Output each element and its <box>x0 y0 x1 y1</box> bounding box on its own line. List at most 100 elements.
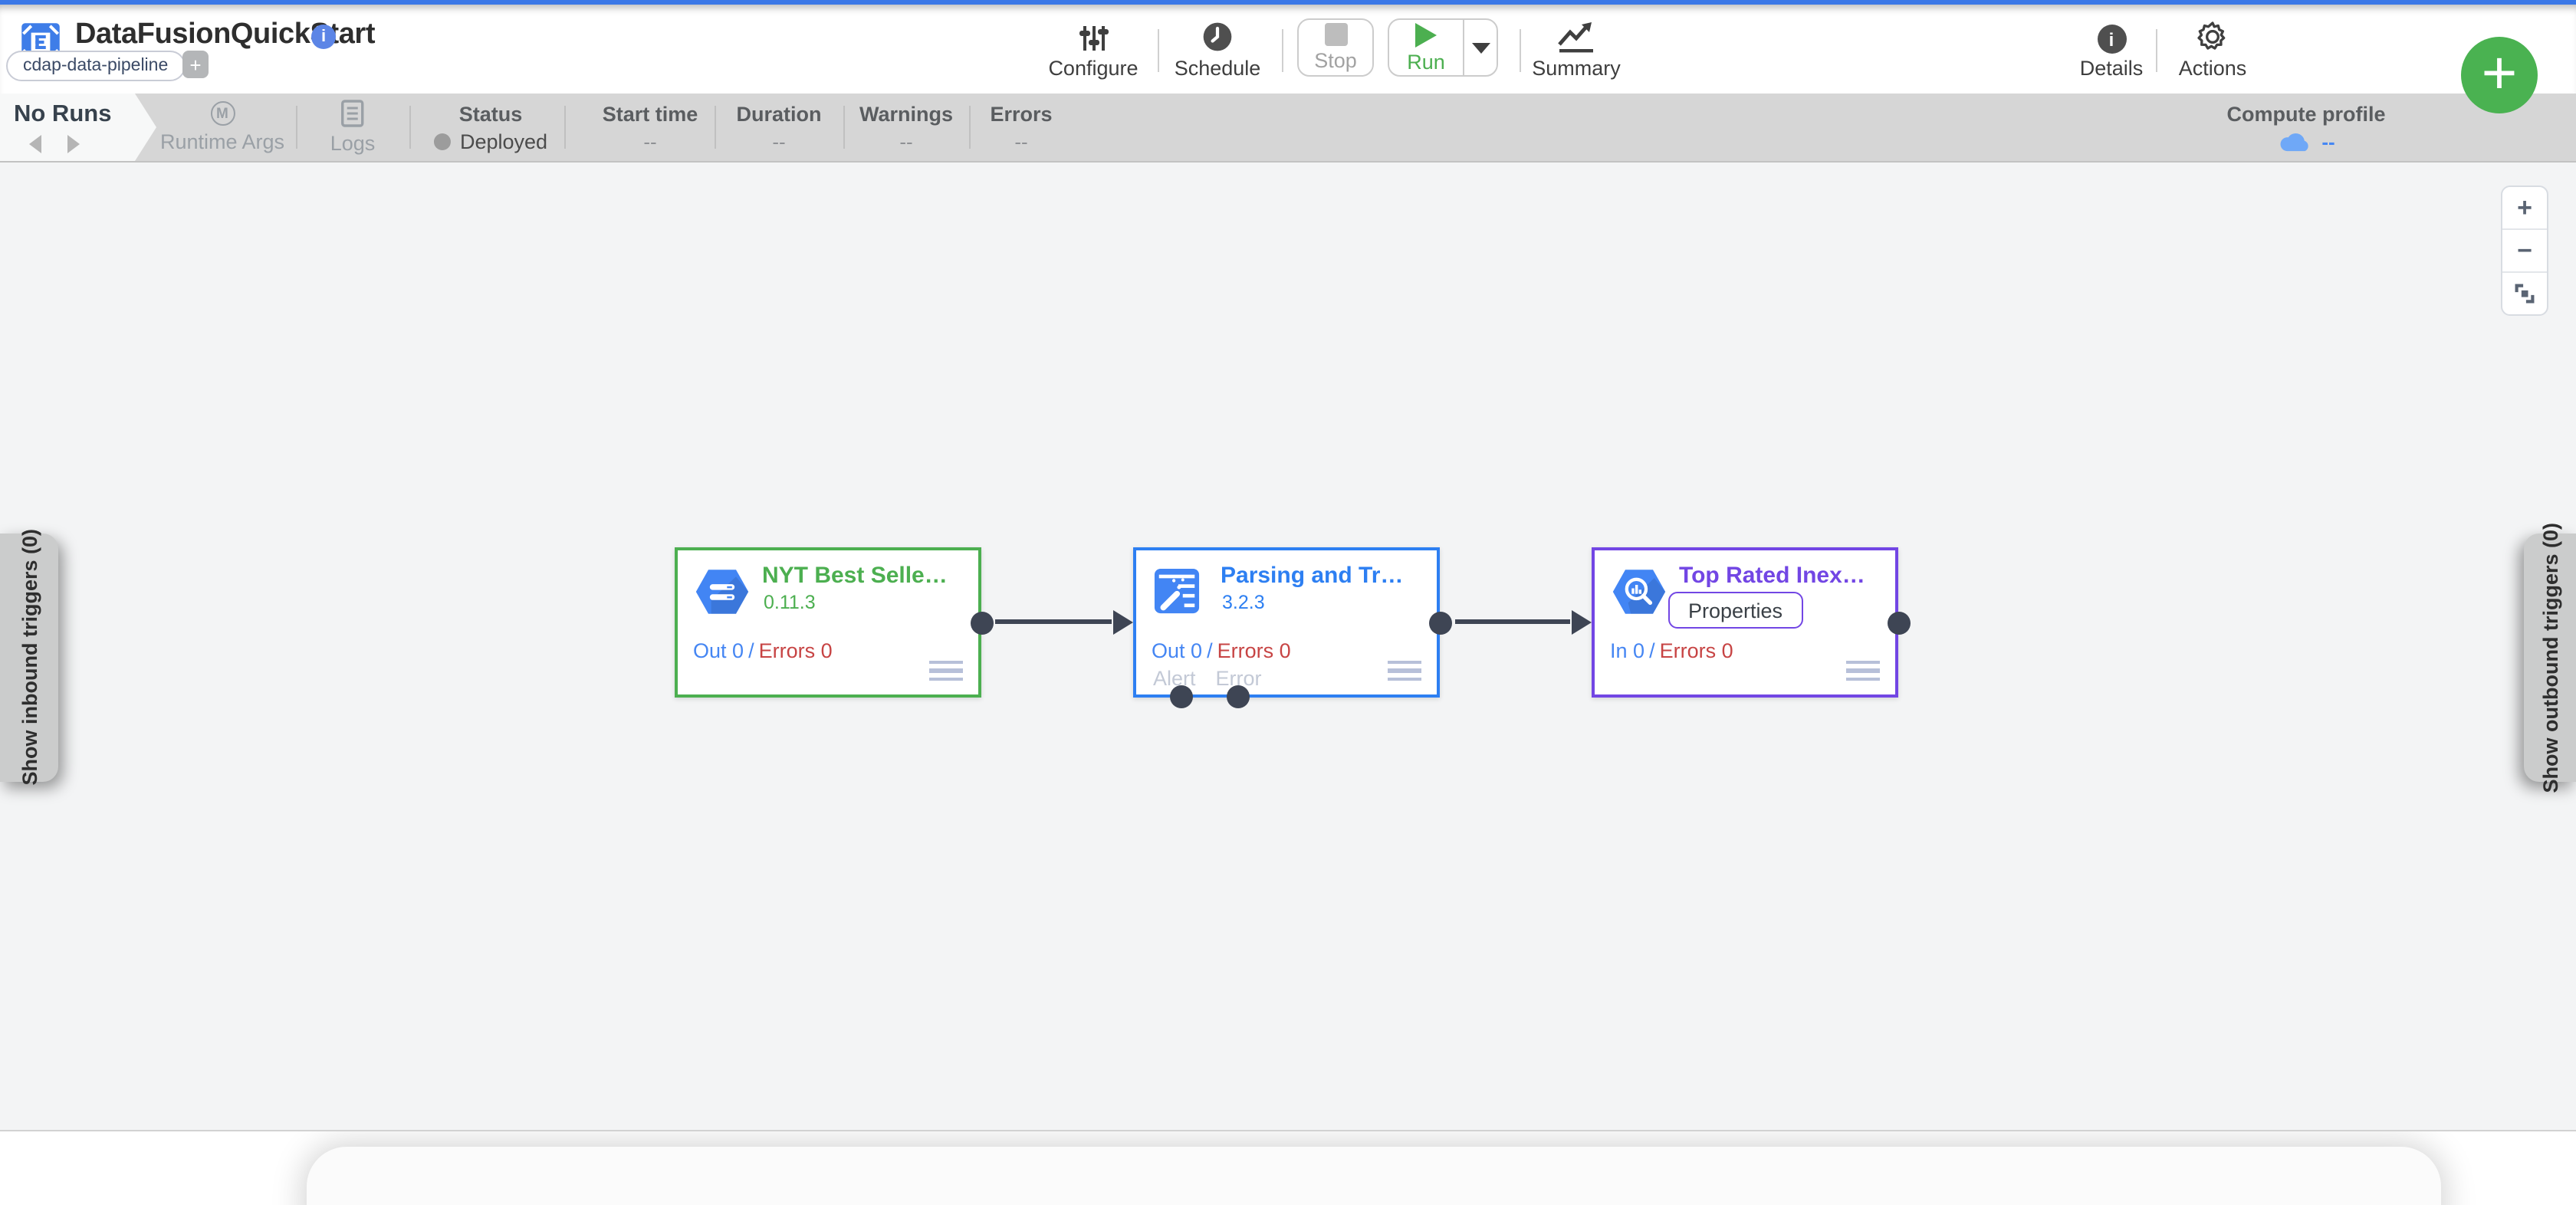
pipeline-node-transform[interactable]: Parsing and Tr… 3.2.3 Out 0/Errors 0 Ale… <box>1113 547 1452 708</box>
error-port[interactable] <box>1227 685 1250 708</box>
node-metrics: Out 0/Errors 0 <box>1152 639 1291 662</box>
previous-run-arrow[interactable] <box>29 135 41 153</box>
zoom-out-button[interactable]: − <box>2502 228 2547 271</box>
run-status-bar: No Runs M Runtime Args Logs Status Deplo… <box>0 94 2576 163</box>
toolbar-divider <box>1520 29 1521 72</box>
schedule-button[interactable]: Schedule <box>1164 17 1271 80</box>
gear-icon <box>2196 17 2229 54</box>
alert-port[interactable] <box>1170 685 1193 708</box>
node-metrics: In 0/Errors 0 <box>1610 639 1733 662</box>
run-button[interactable]: Run <box>1389 20 1463 75</box>
outbound-triggers-tab[interactable]: Show outbound triggers (0) <box>2524 523 2576 793</box>
zoom-in-button[interactable]: + <box>2517 192 2532 222</box>
input-port-arrow <box>1113 610 1133 635</box>
runtime-args-label: Runtime Args <box>159 130 285 153</box>
status-bar-divider <box>969 106 971 149</box>
status-value: Deployed <box>459 130 548 153</box>
stop-label: Stop <box>1314 49 1357 72</box>
chart-icon <box>1556 17 1596 54</box>
run-group-divider <box>1463 20 1464 75</box>
stop-icon <box>1324 23 1347 46</box>
run-label: Run <box>1407 50 1445 73</box>
properties-button[interactable]: Properties <box>1668 592 1803 629</box>
cloud-icon <box>2280 133 2308 152</box>
in-count: In 0 <box>1610 639 1645 662</box>
outbound-triggers-label: Show outbound triggers (0) <box>2538 522 2561 793</box>
bottom-sheet-shadow <box>307 1147 2441 1205</box>
add-tag-button[interactable]: + <box>182 51 209 78</box>
node-version: 0.11.3 <box>764 592 816 613</box>
configure-button[interactable]: Configure <box>1040 17 1147 80</box>
errors-count: Errors 0 <box>1659 639 1733 662</box>
logs-button[interactable]: Logs <box>330 94 376 161</box>
status-bar-divider <box>564 106 566 149</box>
bigquery-hexagon-icon <box>1612 570 1666 614</box>
fit-to-screen-button[interactable] <box>2502 271 2547 314</box>
toolbar-divider <box>1158 29 1159 72</box>
run-options-button[interactable] <box>1464 20 1497 75</box>
details-button[interactable]: i Details <box>2058 17 2165 80</box>
node-title: NYT Best Selle… <box>762 563 948 589</box>
canvas-zoom-controls: + − <box>2501 186 2548 316</box>
next-run-arrow[interactable] <box>67 135 80 153</box>
chevron-down-icon <box>1471 42 1490 53</box>
summary-label: Summary <box>1532 57 1621 80</box>
toolbar-divider <box>2156 29 2157 72</box>
inbound-triggers-tab[interactable]: Show inbound triggers (0) <box>0 530 58 786</box>
stop-button[interactable]: Stop <box>1297 18 1374 77</box>
out-count: Out 0 <box>1152 639 1203 662</box>
compute-profile-label: Compute profile <box>2226 102 2386 125</box>
actions-button[interactable]: Actions <box>2159 17 2266 80</box>
warnings-cell: Warnings -- <box>859 94 953 161</box>
output-port[interactable] <box>1888 612 1911 635</box>
summary-button[interactable]: Summary <box>1523 17 1630 80</box>
play-icon <box>1415 22 1437 47</box>
errors-count: Errors 0 <box>758 639 833 662</box>
start-time-label: Start time <box>602 102 698 125</box>
macro-icon: M <box>209 101 235 126</box>
compute-profile-value: -- <box>2321 130 2335 153</box>
run-button-group: Run <box>1388 18 1498 77</box>
bottom-panel-area <box>0 1130 2576 1205</box>
status-bar-divider <box>296 106 297 149</box>
errors-value: -- <box>1014 130 1028 153</box>
clock-icon <box>1201 17 1234 54</box>
compute-profile-cell[interactable]: Compute profile -- <box>2227 94 2386 161</box>
status-bar-divider <box>843 106 845 149</box>
status-bar-divider <box>409 106 411 149</box>
errors-count: Errors 0 <box>1217 639 1291 662</box>
status-bar-divider <box>715 106 716 149</box>
runtime-args-button[interactable]: M Runtime Args <box>160 94 284 161</box>
wrangler-icon <box>1154 568 1200 614</box>
details-label: Details <box>2079 57 2144 80</box>
logs-label: Logs <box>330 132 376 155</box>
info-icon[interactable]: i <box>311 25 336 49</box>
node-menu-icon[interactable] <box>1388 660 1421 681</box>
output-port[interactable] <box>971 612 994 635</box>
pipeline-node-sink[interactable]: Top Rated Inex… Properties In 0/Errors 0 <box>1572 547 1911 698</box>
duration-label: Duration <box>736 102 822 125</box>
edge-source-to-transform <box>995 619 1112 623</box>
pipeline-tag[interactable]: cdap-data-pipeline <box>6 51 186 81</box>
status-cell: Status Deployed <box>433 94 548 161</box>
pipeline-node-source[interactable]: NYT Best Selle… 0.11.3 Out 0/Errors 0 <box>675 547 994 698</box>
node-version: 3.2.3 <box>1222 592 1265 613</box>
status-dot <box>433 133 451 149</box>
runs-count-label: No Runs <box>14 101 112 127</box>
duration-cell: Duration -- <box>737 94 822 161</box>
info-circle-icon: i <box>2097 17 2126 54</box>
port-labels: Alert Error <box>1153 667 1262 690</box>
metrics-separator: / <box>1207 639 1213 662</box>
gcs-hexagon-icon <box>695 570 749 614</box>
node-menu-icon[interactable] <box>929 660 963 681</box>
errors-label: Errors <box>990 102 1053 125</box>
node-menu-icon[interactable] <box>1846 660 1880 681</box>
output-port[interactable] <box>1429 612 1452 635</box>
create-pipeline-button[interactable]: + <box>2461 37 2538 113</box>
alert-port-label: Alert <box>1153 667 1196 690</box>
node-title: Top Rated Inex… <box>1679 563 1865 589</box>
configure-label: Configure <box>1048 57 1138 80</box>
actions-label: Actions <box>2178 57 2247 80</box>
metrics-separator: / <box>1649 639 1655 662</box>
